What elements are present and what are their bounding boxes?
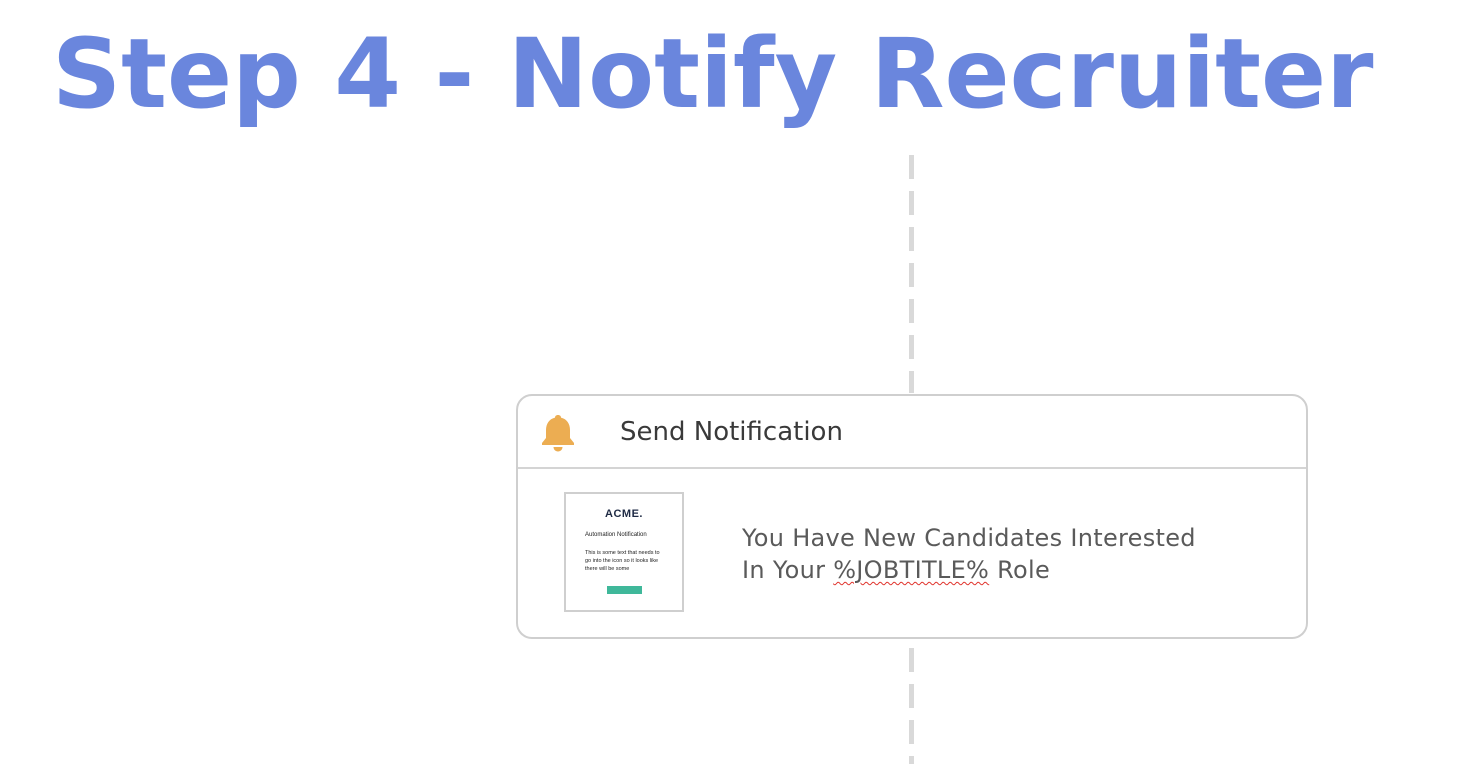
acme-logo: ACME. (605, 508, 643, 520)
jobtitle-token: %JOBTITLE% (833, 556, 990, 584)
card-title: Send Notification (620, 417, 843, 447)
page-title: Step 4 - Notify Recruiter (52, 18, 1374, 130)
thumbnail-body: This is some text that needs to go into … (585, 550, 660, 572)
flow-connector-top (909, 155, 914, 393)
message-line-2-prefix: In Your (742, 556, 834, 584)
thumbnail-heading: Automation Notification (585, 532, 647, 538)
email-preview-thumbnail[interactable]: ACME. Automation Notification This is so… (564, 492, 684, 612)
card-header: Send Notification (518, 396, 1306, 469)
thumbnail-button (607, 586, 642, 594)
message-line-2-suffix: Role (989, 556, 1051, 584)
message-line-1: You Have New Candidates Interested (742, 524, 1196, 552)
flow-connector-bottom (909, 648, 914, 764)
notification-message: You Have New Candidates Interested In Yo… (742, 522, 1282, 586)
send-notification-card[interactable]: Send Notification ACME. Automation Notif… (516, 394, 1308, 639)
bell-icon (542, 415, 574, 452)
